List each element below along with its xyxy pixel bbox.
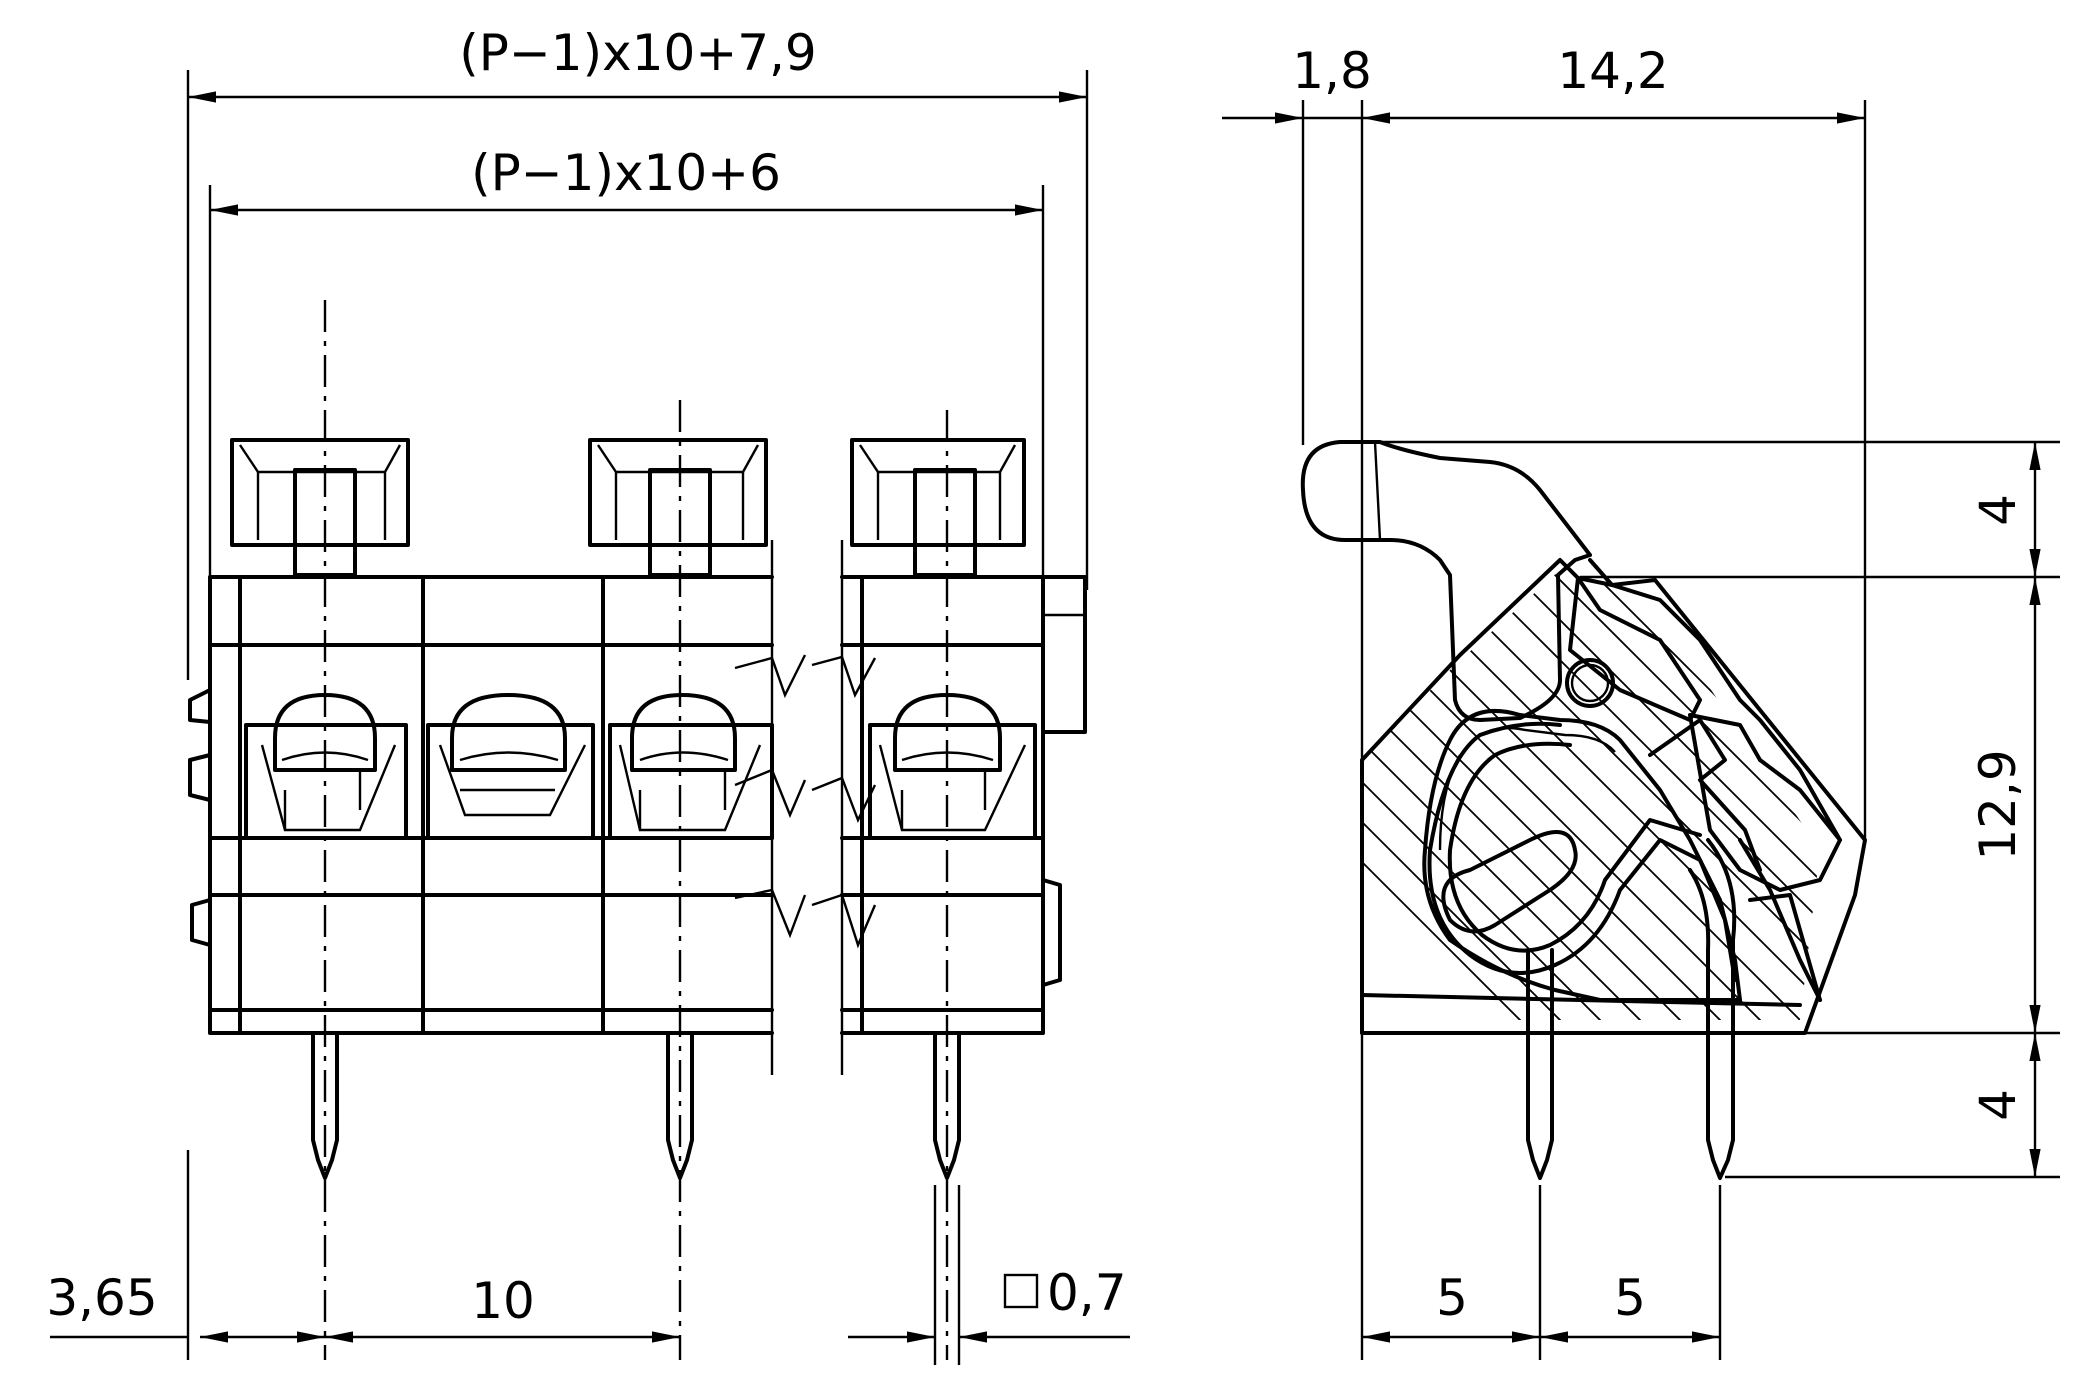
depth-label: 14,2 bbox=[1557, 42, 1668, 100]
square-pin-symbol bbox=[1003, 1273, 1039, 1309]
release-lever bbox=[1300, 440, 1702, 722]
housing-left-section bbox=[188, 575, 774, 1035]
side-pin-1 bbox=[1526, 948, 1554, 1180]
push-button-3 bbox=[850, 438, 1026, 577]
body-height-label: 12,9 bbox=[1969, 749, 2027, 860]
overall-width-label: (P−1)x10+7,9 bbox=[459, 24, 817, 82]
inner-width-dimension: (P−1)x10+6 bbox=[208, 144, 1045, 580]
side-view: 1,8 14,2 4 12,9 4 bbox=[1222, 42, 2060, 1360]
pin-1 bbox=[311, 1031, 339, 1180]
front-view: (P−1)x10+7,9 (P−1)x10+6 bbox=[46, 24, 1130, 1365]
bottom-dimensions-side: 5 5 bbox=[1362, 1185, 1722, 1360]
bottom-dimensions-front: 3,65 10 0,7 bbox=[46, 1150, 1130, 1365]
inner-width-label: (P−1)x10+6 bbox=[471, 144, 781, 202]
top-dimensions-side: 1,8 14,2 bbox=[1222, 42, 1867, 1360]
side-pin-2 bbox=[1688, 838, 1737, 1180]
clamping-spring bbox=[1427, 721, 1737, 982]
edge-offset-label: 3,65 bbox=[46, 1269, 157, 1327]
lever-offset-label: 1,8 bbox=[1292, 42, 1372, 100]
side-right-block bbox=[1588, 558, 1842, 1002]
pin-length-label: 4 bbox=[1969, 1089, 2027, 1121]
pin-2 bbox=[666, 1031, 694, 1180]
pin-3 bbox=[933, 1031, 961, 1180]
pitch-label: 10 bbox=[471, 1272, 535, 1330]
overall-width-dimension: (P−1)x10+7,9 bbox=[186, 24, 1089, 680]
pin-size-label: 0,7 bbox=[1047, 1264, 1127, 1322]
top-height-label: 4 bbox=[1969, 494, 2027, 526]
push-button-2 bbox=[588, 438, 768, 577]
push-button-1 bbox=[230, 438, 410, 577]
pin-spacing-right-label: 5 bbox=[1614, 1269, 1646, 1327]
wire-entry-openings-left bbox=[244, 693, 774, 840]
housing-right-section bbox=[840, 575, 1087, 1035]
break-line bbox=[734, 540, 877, 1075]
pin-spacing-left-label: 5 bbox=[1436, 1269, 1468, 1327]
height-dimensions-side: 4 12,9 4 bbox=[1340, 440, 2060, 1179]
